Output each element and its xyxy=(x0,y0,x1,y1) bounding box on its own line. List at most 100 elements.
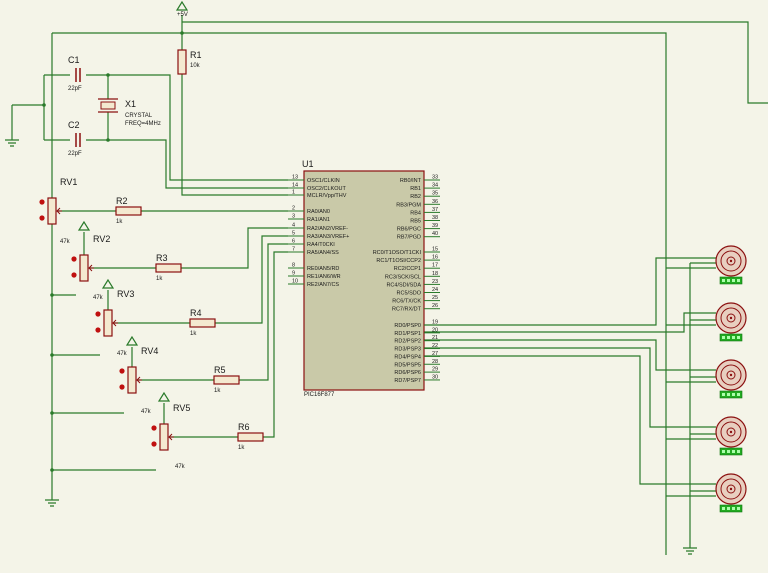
servo-motor[interactable] xyxy=(715,359,747,399)
pot-control-dot[interactable] xyxy=(151,441,157,447)
chip-pin-number: 7 xyxy=(292,247,295,253)
pot-control-dot[interactable] xyxy=(71,256,77,262)
resistor-ref: R5 xyxy=(214,365,226,375)
chip-pin-number: 26 xyxy=(432,303,438,309)
chip-pin-number: 19 xyxy=(432,320,438,326)
chip-pin-number: 4 xyxy=(292,223,295,229)
chip-pin-name: RA3/AN3/VREF+ xyxy=(307,234,349,240)
chip-ref: U1 xyxy=(302,159,314,169)
servo-motor[interactable] xyxy=(715,302,747,342)
pot-ref: RV1 xyxy=(60,177,77,187)
resistor-ref: R6 xyxy=(238,422,250,432)
r1-resistor[interactable]: R1 10k xyxy=(177,49,202,75)
pot-control-dot[interactable] xyxy=(119,384,125,390)
c2-capacitor[interactable] xyxy=(75,133,81,147)
wire-pot-tops xyxy=(83,232,165,428)
chip-pin-name: RD7/PSP7 xyxy=(394,378,421,384)
wire-rd2 xyxy=(424,339,716,371)
chip-pin-name: RB2 xyxy=(410,194,421,200)
junctions xyxy=(42,31,184,472)
pot-control-dot[interactable] xyxy=(39,199,45,205)
chip-pin-number: 28 xyxy=(432,359,438,365)
servo-motor[interactable] xyxy=(715,245,747,285)
chip-body[interactable] xyxy=(303,170,425,391)
resistor-body xyxy=(189,318,216,328)
servo-motor[interactable] xyxy=(715,416,747,456)
chip-pin-number: 13 xyxy=(292,175,298,181)
resistor-value: 1k xyxy=(190,331,197,337)
pot-control-dot[interactable] xyxy=(71,272,77,278)
pot-control-dot[interactable] xyxy=(95,311,101,317)
chip-pin-number: 27 xyxy=(432,351,438,357)
pot-control-dot[interactable] xyxy=(95,327,101,333)
wire-servo-gnd-taps xyxy=(690,262,716,492)
chip-pin-name: RC5/SDO xyxy=(397,291,422,297)
resistor-ref: R2 xyxy=(116,196,128,206)
pot-body xyxy=(103,309,113,337)
pot-control-dot[interactable] xyxy=(119,368,125,374)
pot-body xyxy=(159,423,169,451)
pot-body xyxy=(127,366,137,394)
junction-dot xyxy=(180,31,184,35)
chip-pin-name: RE2/AN7/CS xyxy=(307,282,339,288)
chip-pin-number: 14 xyxy=(292,183,298,189)
r1-value: 10k xyxy=(190,63,201,69)
pot-body xyxy=(47,197,57,225)
chip-pin-name: RD6/PSP6 xyxy=(394,370,421,376)
pot-wiper-icon xyxy=(111,319,118,327)
chip-pin-name: RD1/PSP1 xyxy=(394,331,421,337)
resistor-body xyxy=(177,49,187,75)
chip-pin-number: 35 xyxy=(432,191,438,197)
chip-pin-name: RE1/AN6/WR xyxy=(307,274,341,280)
chip-pin-name: OSC2/CLKOUT xyxy=(307,186,346,192)
chip-pin-number: 38 xyxy=(432,215,438,221)
pot-control-dot[interactable] xyxy=(39,215,45,221)
c2-value: 22pF xyxy=(68,151,82,157)
chip-pin-name: RB0/INT xyxy=(400,178,422,184)
x1-line2: FREQ=4MHz xyxy=(125,121,161,127)
chip-pin-number: 22 xyxy=(432,343,438,349)
pot-control-dot[interactable] xyxy=(151,425,157,431)
servo-motors xyxy=(715,245,747,513)
chip-pin-number: 2 xyxy=(292,206,295,212)
chip-pin-name: RD0/PSP0 xyxy=(394,323,421,329)
chip-pin-number: 36 xyxy=(432,199,438,205)
pot-ref: RV5 xyxy=(173,403,190,413)
chip-pin-name: RB5 xyxy=(410,219,421,225)
power-arrow-icon xyxy=(157,391,171,402)
resistor-body xyxy=(237,432,264,442)
r1-ref: R1 xyxy=(190,50,202,60)
servo-motor[interactable] xyxy=(715,473,747,513)
wire-right-border xyxy=(182,21,768,104)
ground-icon xyxy=(5,139,19,147)
c1-capacitor[interactable] xyxy=(75,68,81,82)
chip-pin-number: 5 xyxy=(292,231,295,237)
wire-rd3 xyxy=(424,347,716,428)
chip-pin-number: 3 xyxy=(292,214,295,220)
chip-pin-name: RB3/PGM xyxy=(396,202,421,208)
servo-angle-display xyxy=(719,390,743,399)
chip-pin-name: MCLR/Vpp/THV xyxy=(307,193,347,199)
c2-ref: C2 xyxy=(68,120,80,130)
wire-rv3-r4 xyxy=(114,235,288,324)
pot-value: 47k xyxy=(141,409,152,415)
resistor-body xyxy=(213,375,240,385)
junction-dot xyxy=(50,468,54,472)
x1-crystal[interactable] xyxy=(98,98,118,113)
power-arrow-icon xyxy=(77,220,91,231)
pot-wiper-icon xyxy=(167,433,174,441)
x1-ref: X1 xyxy=(125,99,136,109)
crystal-icon xyxy=(98,98,118,113)
